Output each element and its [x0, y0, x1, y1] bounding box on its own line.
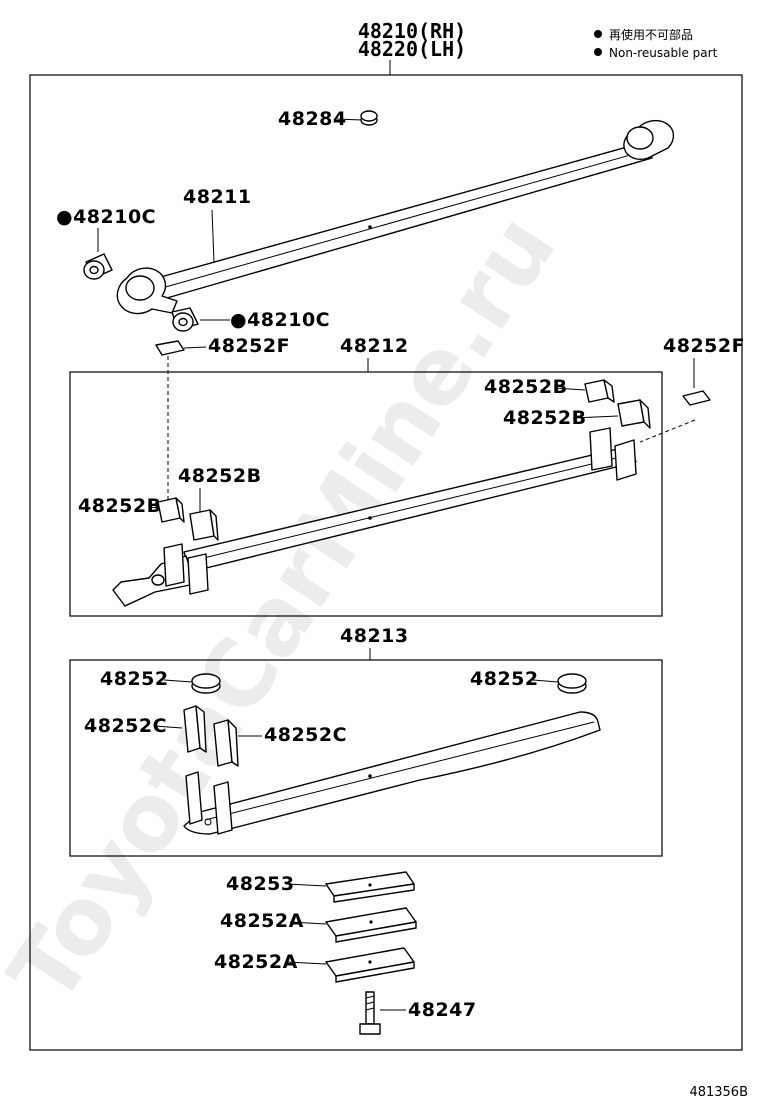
callout-48247[interactable]: 48247: [408, 999, 477, 1021]
callout-48212[interactable]: 48212: [340, 335, 409, 357]
callout-48252f-right[interactable]: 48252F: [663, 335, 745, 357]
leader-48252b-top2: [572, 415, 619, 419]
callout-48210c-left[interactable]: ●48210C: [56, 206, 156, 228]
part-48252-pad-left[interactable]: [191, 673, 221, 694]
part-48252a-plate-1[interactable]: [325, 907, 417, 943]
part-48252a-plate-2[interactable]: [325, 947, 415, 983]
callout-48213[interactable]: 48213: [340, 625, 409, 647]
part-48252b-clip-top1[interactable]: [584, 379, 615, 403]
callout-48252-right[interactable]: 48252: [470, 668, 539, 690]
callout-48252b-mid2[interactable]: 48252B: [178, 465, 262, 487]
leader-48252b-mid1: [149, 506, 159, 509]
leader-48252-left: [163, 679, 193, 683]
callout-48252f-left[interactable]: 48252F: [208, 335, 290, 357]
assembly-rh-number[interactable]: 48210(RH): [358, 19, 466, 43]
leaf-48212-frame: [69, 371, 663, 617]
part-48210c-bushing-left[interactable]: [83, 253, 113, 280]
callout-48252c-right[interactable]: 48252C: [264, 724, 347, 746]
legend-japanese: 再使用不可部品: [609, 27, 693, 42]
callout-48252b-mid1[interactable]: 48252B: [78, 495, 162, 517]
callout-48252c-left[interactable]: 48252C: [84, 715, 167, 737]
part-48252b-clip-mid2[interactable]: [189, 509, 219, 541]
part-48247-center-bolt[interactable]: [359, 991, 381, 1035]
part-48210c-bushing-right[interactable]: [171, 307, 199, 332]
dash-48252f-right: [639, 419, 696, 443]
part-48252c-clip-left[interactable]: [183, 705, 207, 753]
callout-48211[interactable]: 48211: [183, 186, 252, 208]
assembly-frame: [29, 74, 743, 1051]
callout-48252b-top1[interactable]: 48252B: [484, 376, 568, 398]
callout-48252a-2[interactable]: 48252A: [214, 951, 298, 973]
legend-bullet-icon: [594, 48, 602, 56]
part-48211-main-leaf[interactable]: [116, 119, 675, 315]
callout-48253[interactable]: 48253: [226, 873, 295, 895]
leader-48252c-left: [153, 725, 183, 729]
leader-48252-right: [532, 679, 559, 683]
callout-48252-left[interactable]: 48252: [100, 668, 169, 690]
leaf-48213-frame: [69, 659, 663, 857]
callout-48284[interactable]: 48284: [278, 108, 347, 130]
leader-48211: [211, 209, 215, 263]
part-48252-pad-right[interactable]: [557, 673, 587, 694]
callout-48252b-top2[interactable]: 48252B: [503, 407, 587, 429]
leader-48252a-2: [285, 961, 327, 965]
leader-48252b-top1: [553, 387, 586, 391]
part-48252b-clip-mid1[interactable]: [157, 497, 185, 523]
figure-id: 481356B: [689, 1085, 748, 1100]
callout-48210c-right[interactable]: ●48210C: [230, 309, 330, 331]
leader-48252f-left: [183, 346, 207, 349]
part-48252f-pad-right[interactable]: [682, 390, 711, 406]
legend-english: Non-reusable part: [609, 46, 718, 60]
callout-48252a-1[interactable]: 48252A: [220, 910, 304, 932]
legend-bullet-icon: [594, 30, 602, 38]
part-48284-nut[interactable]: [360, 110, 378, 126]
part-48212-second-leaf[interactable]: [112, 427, 637, 607]
leader-48252a-1: [289, 921, 327, 925]
part-48252f-pad-left[interactable]: [155, 340, 185, 356]
part-48213-third-leaf[interactable]: [183, 711, 601, 835]
leader-48284: [335, 118, 363, 121]
leader-48253: [285, 883, 327, 887]
part-48252c-clip-right[interactable]: [213, 719, 239, 767]
part-48252b-clip-top2[interactable]: [617, 399, 651, 429]
part-48253-plate[interactable]: [325, 871, 415, 903]
assembly-lh-number[interactable]: 48220(LH): [358, 37, 466, 61]
